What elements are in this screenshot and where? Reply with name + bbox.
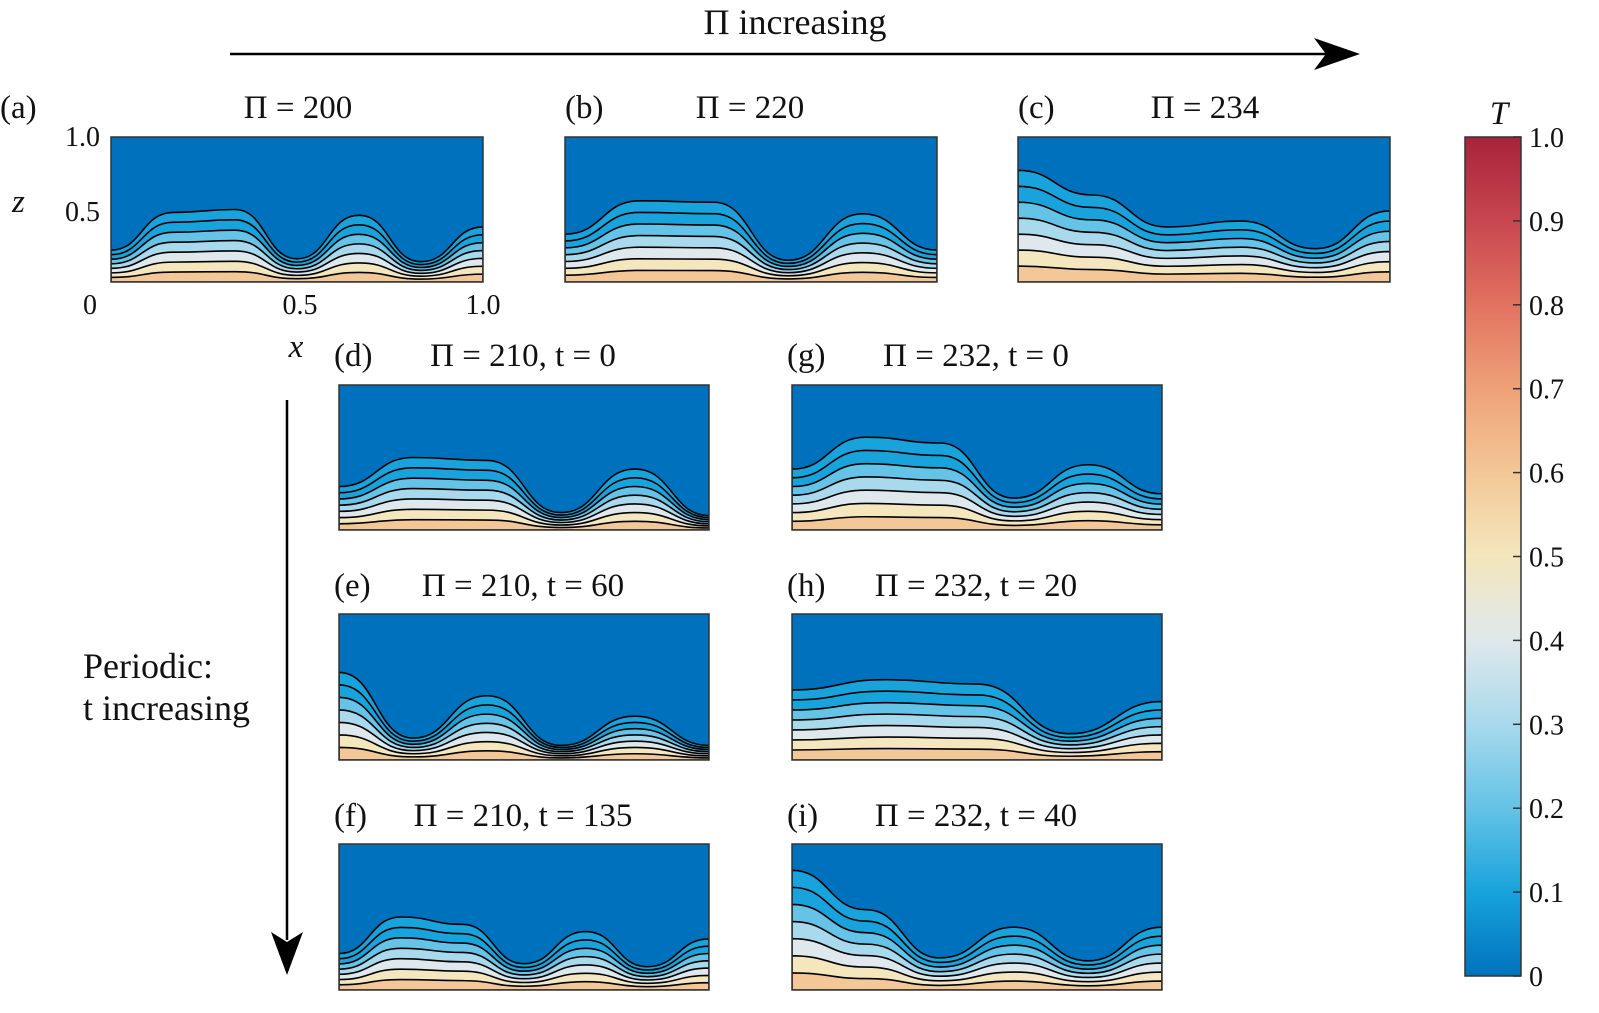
panel-f-frame (338, 843, 710, 991)
panel-e-frame (338, 613, 710, 761)
panel-g-frame (791, 384, 1163, 531)
panel-g-label: (g) (787, 338, 825, 374)
colorbar-tick-label: 0.3 (1529, 710, 1564, 741)
colorbar-bar (1464, 136, 1522, 977)
colorbar-tick-label: 0.8 (1529, 291, 1564, 322)
colorbar-tick-label: 0.9 (1529, 207, 1564, 238)
colorbar-tick-label: 0.1 (1529, 878, 1564, 909)
panel-a-label: (a) (0, 90, 37, 126)
panel-i-contour-6 (792, 972, 1162, 990)
panel-h: (h) Π = 232, t = 20 (787, 568, 1163, 761)
colorbar-tick-label: 0.5 (1529, 543, 1564, 574)
panel-b-contour-6 (565, 269, 937, 282)
panel-a-contour-6 (111, 270, 483, 282)
panel-i-label: (i) (787, 798, 818, 834)
panel-c-label: (c) (1018, 90, 1055, 126)
panel-e: (e) Π = 210, t = 60 (334, 568, 710, 761)
panel-d-contour-6 (339, 518, 709, 530)
panel-c-title: Π = 234 (1151, 90, 1259, 126)
panel-a-frame (110, 136, 484, 283)
panel-a-title: Π = 200 (244, 90, 352, 126)
x-axis-label: x (288, 329, 304, 365)
panel-i: (i) Π = 232, t = 40 (787, 798, 1163, 991)
panel-e-contour-6 (339, 746, 709, 760)
panel-a-axes: 1.0 0.5 z 0 0.5 1.0 x (11, 122, 501, 365)
panel-g: (g) Π = 232, t = 0 (787, 338, 1163, 531)
x-tick-1: 1.0 (466, 290, 501, 321)
panel-d: (d) Π = 210, t = 0 (334, 338, 710, 531)
panel-a: (a) Π = 200 (0, 90, 484, 283)
colorbar-tick-label: 0.4 (1529, 626, 1564, 657)
panel-f-contour-6 (339, 978, 709, 990)
panel-f-label: (f) (334, 798, 367, 834)
periodic-label-line1: Periodic: (83, 646, 213, 686)
panel-b-label: (b) (565, 90, 603, 126)
pi-arrow-label: Π increasing (704, 2, 887, 42)
colorbar-tick-label: 0 (1529, 962, 1543, 993)
periodic-label-line2: t increasing (83, 688, 250, 728)
x-tick-0: 0 (83, 290, 97, 321)
panel-h-contour-6 (792, 747, 1162, 760)
z-tick-1: 1.0 (65, 122, 100, 153)
panel-e-title: Π = 210, t = 60 (422, 568, 624, 604)
panel-d-title: Π = 210, t = 0 (430, 338, 616, 374)
colorbar-tick-label: 0.7 (1529, 375, 1564, 406)
panel-b-title: Π = 220 (696, 90, 804, 126)
panel-b-frame (564, 136, 938, 283)
panel-i-frame (791, 843, 1163, 991)
panel-f: (f) Π = 210, t = 135 (334, 798, 710, 991)
panel-c-frame (1017, 136, 1391, 283)
panel-g-contour-6 (792, 515, 1162, 530)
z-axis-label: z (11, 184, 25, 220)
panel-c: (c) Π = 234 (1017, 90, 1391, 283)
z-tick-05: 0.5 (65, 197, 100, 228)
colorbar: T 1.0 0.9 0.8 0.7 0.6 0.5 0.4 0.3 0.2 0.1 0 (1464, 96, 1564, 993)
panel-e-label: (e) (334, 568, 371, 604)
colorbar-tick-label: 0.2 (1529, 794, 1564, 825)
periodic-arrow: Periodic: t increasing (83, 400, 303, 975)
panel-h-frame (791, 613, 1163, 761)
panel-c-contour-6 (1018, 265, 1390, 282)
pi-arrow: Π increasing (230, 2, 1360, 70)
panel-f-title: Π = 210, t = 135 (414, 798, 633, 834)
colorbar-tick-label: 1.0 (1529, 123, 1564, 154)
colorbar-tick-label: 0.6 (1529, 459, 1564, 490)
panel-d-frame (338, 384, 710, 531)
panel-d-label: (d) (334, 338, 372, 374)
panel-g-title: Π = 232, t = 0 (883, 338, 1069, 374)
x-tick-05: 0.5 (283, 290, 318, 321)
panel-b: (b) Π = 220 (564, 90, 938, 283)
panel-i-title: Π = 232, t = 40 (875, 798, 1077, 834)
colorbar-label: T (1490, 96, 1511, 132)
panel-h-label: (h) (787, 568, 825, 604)
panel-h-title: Π = 232, t = 20 (875, 568, 1077, 604)
